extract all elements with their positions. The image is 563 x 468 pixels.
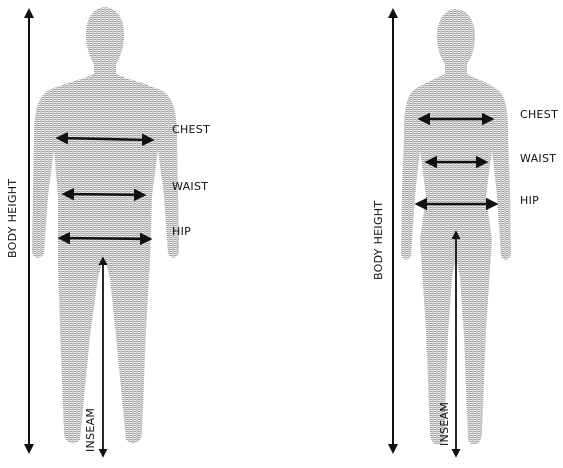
male-hip-label: HIP [172,225,191,238]
male-inseam-label: INSEAM [84,408,97,452]
male-body-height-label: BODY HEIGHT [6,179,19,258]
female-waist-label: WAIST [520,152,556,165]
male-figure [32,7,179,443]
male-chest-label: CHEST [172,123,210,136]
male-hip-arrow [60,238,150,239]
male-waist-label: WAIST [172,180,208,193]
male-silhouette [32,7,179,443]
female-inseam-label: INSEAM [438,402,451,446]
male-waist-arrow [64,194,144,195]
female-chest-label: CHEST [520,108,558,121]
female-hip-label: HIP [520,194,539,207]
female-body-height-label: BODY HEIGHT [372,201,385,280]
